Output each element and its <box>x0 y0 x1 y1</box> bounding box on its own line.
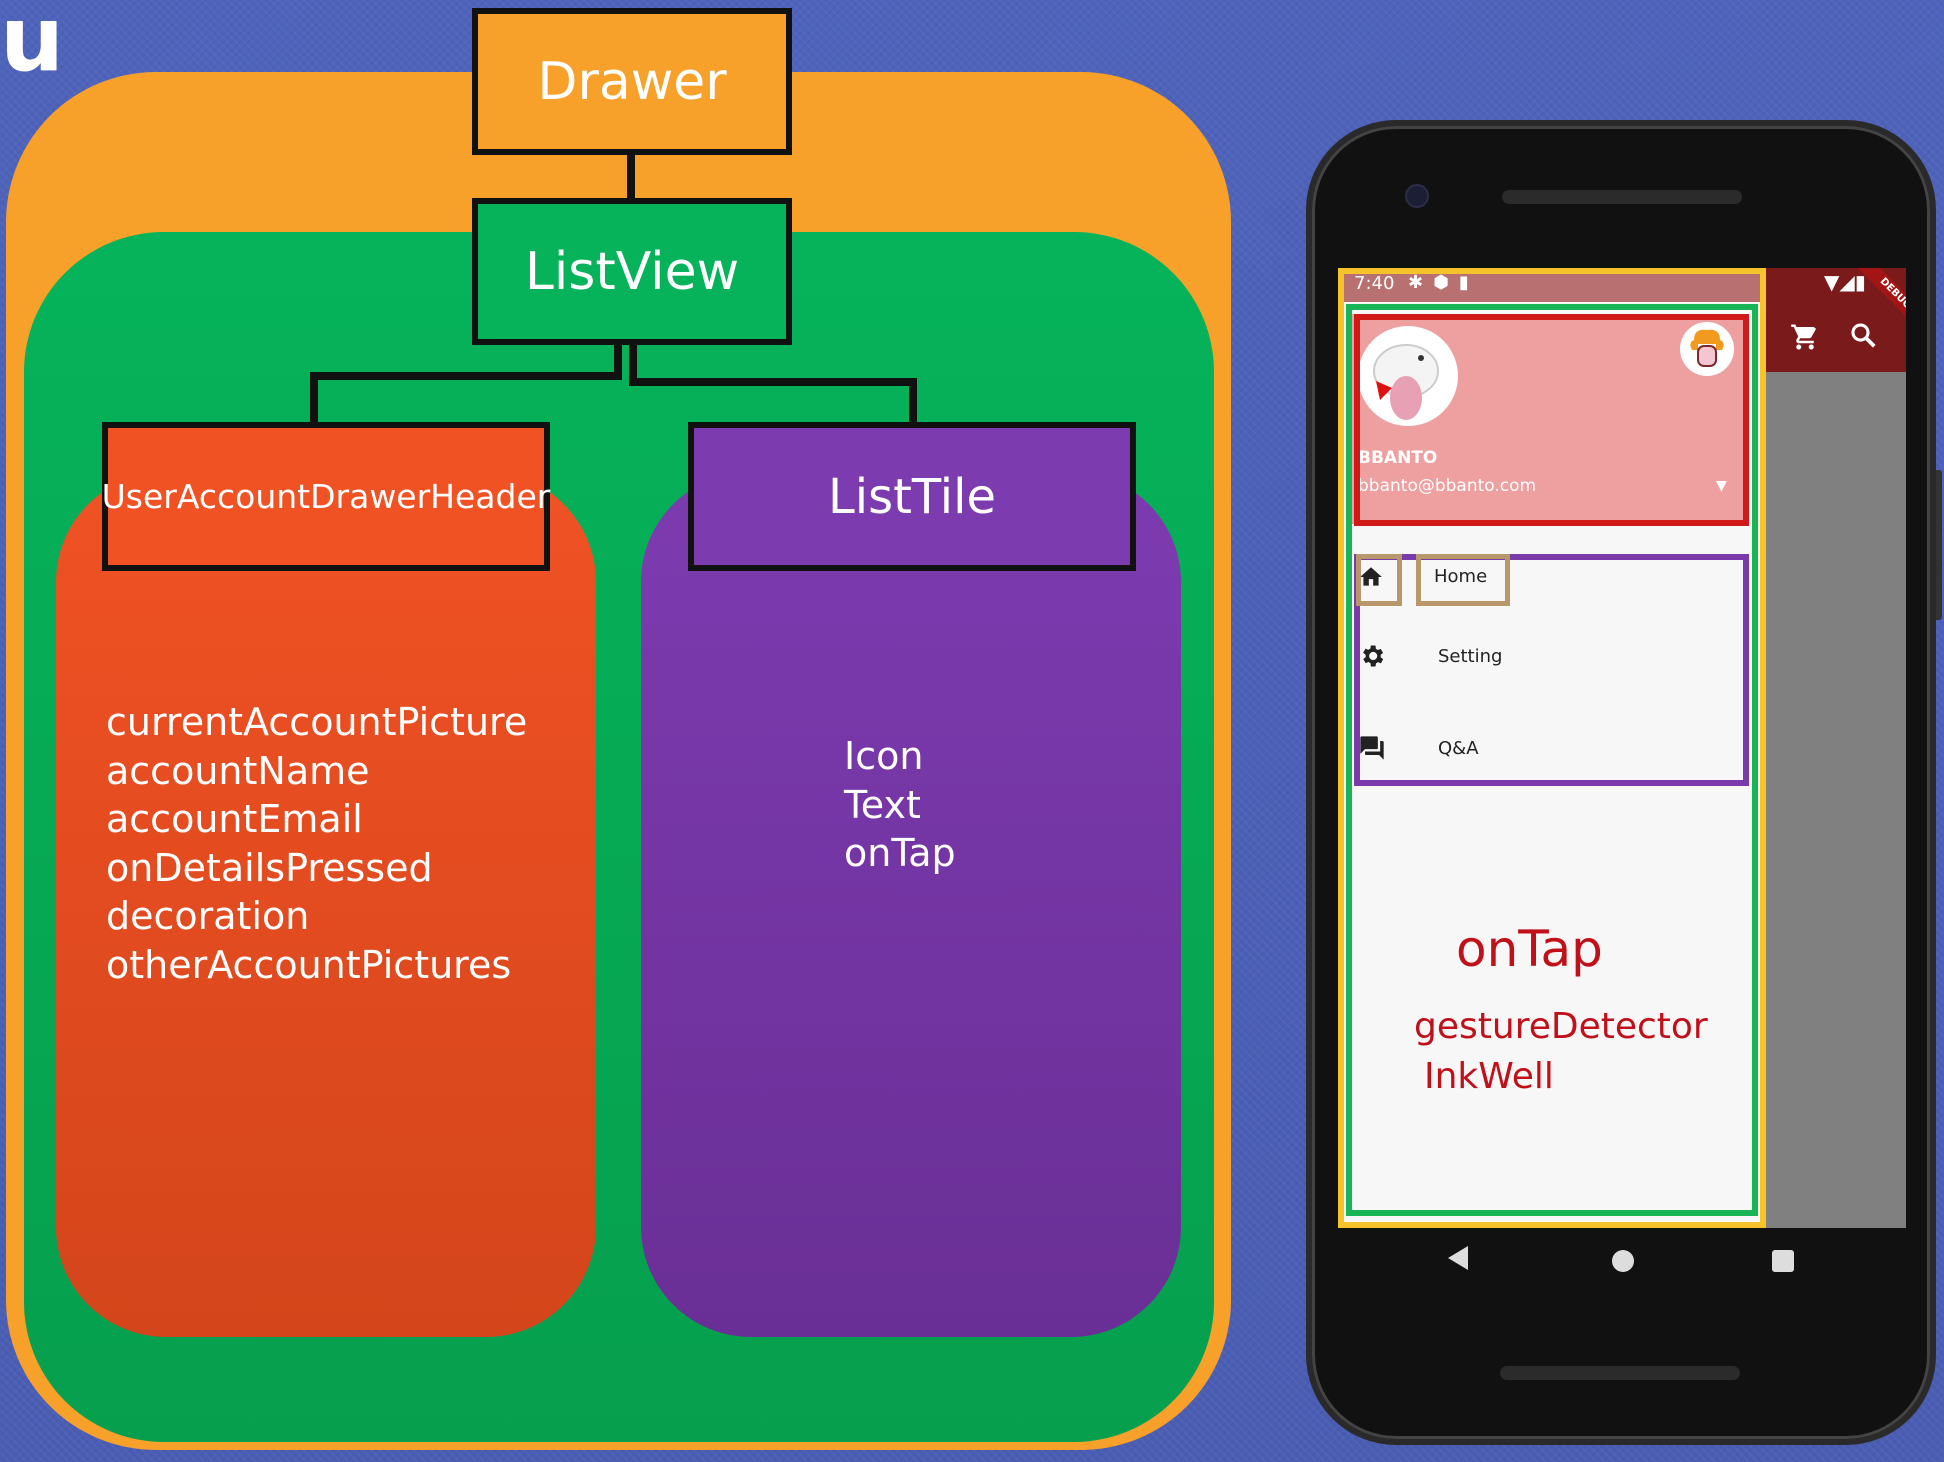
front-camera <box>1405 184 1429 208</box>
current-account-picture[interactable] <box>1358 326 1458 426</box>
forum-icon <box>1358 734 1386 769</box>
phone-screen: ▼◢▮ DEBUG 7:40 ✱⬢▮ BBANTO bbanto@bbanto.… <box>1338 268 1906 1228</box>
list-tile-props: Icon Text onTap <box>844 732 956 878</box>
user-account-drawer-header-region <box>56 472 596 1337</box>
top-speaker <box>1502 190 1742 204</box>
connector-listview-lt-horizontal <box>629 378 917 386</box>
home-button[interactable] <box>1612 1250 1634 1272</box>
ontap-annotation: onTap <box>1456 920 1603 978</box>
drawer-node: Drawer <box>472 8 792 155</box>
list-tile-region <box>641 472 1181 1337</box>
connector-uad-down <box>310 372 318 424</box>
recents-button[interactable] <box>1772 1250 1794 1272</box>
app-bar <box>1766 302 1906 372</box>
corner-glyph: u <box>0 0 65 92</box>
gear-icon: ✱ <box>1408 272 1434 293</box>
list-tiles-highlight <box>1354 554 1749 786</box>
gear-icon <box>1358 642 1386 677</box>
listview-highlight <box>1346 304 1758 1216</box>
drawer-highlight <box>1338 268 1766 1228</box>
prop-item: Icon <box>844 734 924 778</box>
connector-listview-uad-down <box>614 345 622 375</box>
cart-icon[interactable] <box>1790 322 1820 360</box>
status-time: 7:40 <box>1354 273 1395 294</box>
listview-node: ListView <box>472 198 792 345</box>
prop-item: accountName <box>106 748 370 793</box>
connector-lt-down <box>909 378 917 424</box>
prop-item: Text <box>844 782 921 827</box>
tile-qa-label[interactable]: Q&A <box>1438 738 1479 759</box>
tile-setting-label[interactable]: Setting <box>1438 646 1503 667</box>
user-account-drawer-header-props: currentAccountPicture accountName accoun… <box>106 698 527 989</box>
account-email: bbanto@bbanto.com <box>1358 476 1537 496</box>
header-highlight <box>1354 314 1749 526</box>
user-account-drawer-header-node: UserAccountDrawerHeader <box>102 422 550 571</box>
wifi-signal-battery-icons: ▼◢▮ <box>1824 270 1866 294</box>
list-tile-node: ListTile <box>688 422 1136 571</box>
scrim-area[interactable] <box>1766 372 1906 1228</box>
shield-icon: ⬢ <box>1433 272 1459 293</box>
prop-item: currentAccountPicture <box>106 700 528 744</box>
prop-item: decoration <box>106 894 310 938</box>
inkwell-annotation: InkWell <box>1424 1056 1554 1097</box>
prop-item: onDetailsPressed <box>106 845 433 890</box>
prop-item: onTap <box>844 831 956 875</box>
drawer-label: Drawer <box>537 51 727 112</box>
phone-side-button <box>1933 470 1942 620</box>
home-icon <box>1358 564 1384 597</box>
sd-card-icon: ▮ <box>1458 272 1479 293</box>
connector-drawer-listview <box>627 155 635 200</box>
status-icons: ✱⬢▮ <box>1408 272 1479 293</box>
gesture-detector-annotation: gestureDetector <box>1414 1006 1708 1047</box>
details-dropdown-icon[interactable]: ▼ <box>1716 478 1727 494</box>
prop-item: accountEmail <box>106 797 363 841</box>
account-name: BBANTO <box>1358 448 1438 468</box>
tile-icon-highlight <box>1356 554 1402 606</box>
search-icon[interactable] <box>1848 320 1878 358</box>
list-tile-label: ListTile <box>828 468 996 525</box>
tile-text-highlight <box>1416 554 1510 606</box>
connector-listview-uad-horizontal <box>310 372 622 380</box>
user-account-drawer-header-label: UserAccountDrawerHeader <box>101 477 551 516</box>
back-button[interactable] <box>1448 1246 1468 1270</box>
connector-listview-lt-down <box>629 345 637 383</box>
prop-item: otherAccountPictures <box>106 942 512 987</box>
other-account-picture[interactable] <box>1680 322 1734 376</box>
listview-label: ListView <box>524 241 740 302</box>
bottom-speaker <box>1500 1366 1740 1380</box>
tile-home-label[interactable]: Home <box>1434 566 1488 587</box>
